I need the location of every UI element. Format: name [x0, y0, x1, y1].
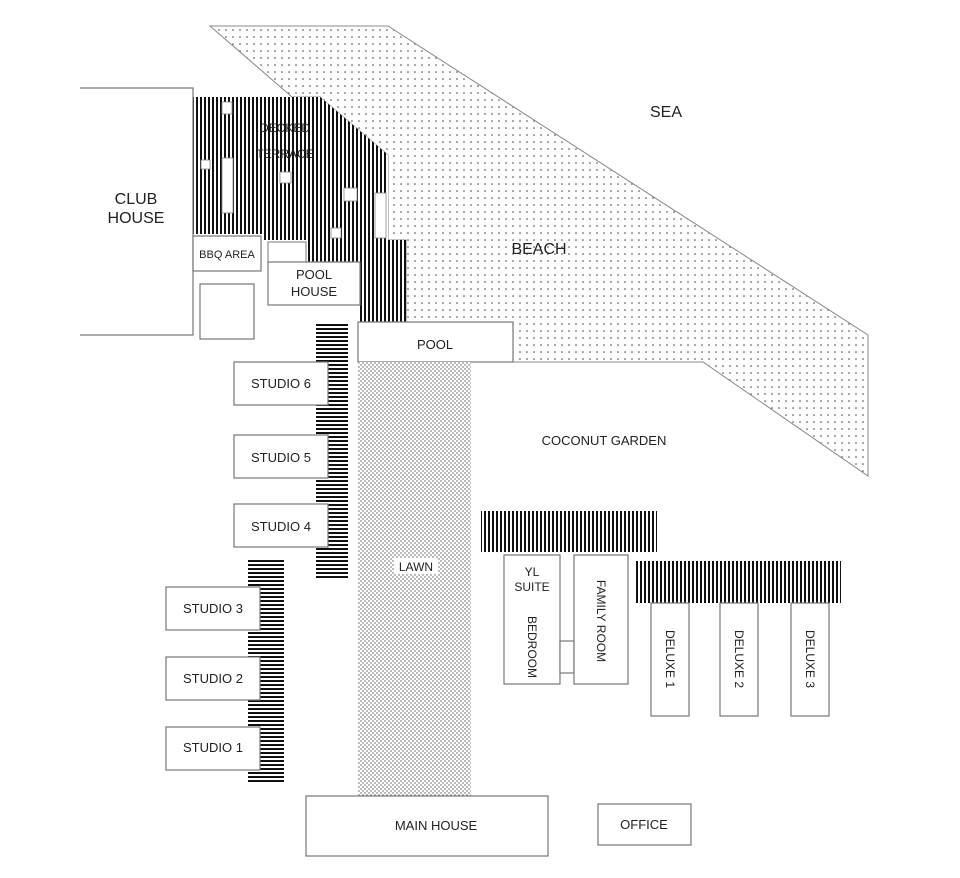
family-room-label: FAMILY ROOM [594, 580, 608, 662]
studio-3-label: STUDIO 3 [183, 601, 243, 616]
yl-suite-label-line2: SUITE [514, 580, 549, 594]
deck-fixture [343, 187, 358, 202]
deck-fixture [221, 157, 234, 214]
office-label: OFFICE [620, 817, 668, 832]
suite-walkway [481, 511, 657, 552]
bbq-area-label: BBQ AREA [199, 249, 255, 261]
club-house-outline [80, 87, 194, 336]
deluxe-3-label: DELUXE 3 [803, 630, 817, 688]
deck-fixture [330, 227, 342, 239]
lawn-label: LAWN [399, 560, 433, 574]
studio-4-label: STUDIO 4 [251, 519, 311, 534]
lawn [358, 362, 471, 796]
pool-house-label-line2: HOUSE [291, 284, 338, 299]
deluxe-walkway [635, 561, 841, 603]
coconut-garden-label: COCONUT GARDEN [542, 433, 667, 448]
family-room [573, 554, 629, 685]
studio-3 [165, 586, 261, 631]
lawn-label-bg [394, 558, 438, 574]
deck-fixture [267, 241, 307, 263]
suite-connector [559, 640, 575, 674]
deck-fixture [374, 192, 387, 239]
deck-fixture [221, 101, 233, 115]
studio-2-label: STUDIO 2 [183, 671, 243, 686]
pool-house-label-line1: POOL [296, 267, 332, 282]
deluxe-2-label: DELUXE 2 [732, 630, 746, 688]
bedroom-label: BEDROOM [525, 616, 539, 678]
studio-4 [233, 503, 329, 548]
deluxe-3 [790, 602, 830, 717]
yl-suite-label-line1: YL [525, 565, 540, 579]
club-house-label-line2: HOUSE [108, 210, 165, 227]
studio-1 [165, 726, 261, 771]
studio-1-label: STUDIO 1 [183, 740, 243, 755]
studio-2 [165, 656, 261, 701]
yl-suite-bedroom [503, 554, 561, 685]
deluxe-1-label: DELUXE 1 [663, 630, 677, 688]
deluxe-1 [650, 602, 690, 717]
main-house [305, 795, 549, 857]
deck-fixture [279, 171, 292, 184]
bbq-area [192, 235, 262, 272]
studio-6-label: STUDIO 6 [251, 376, 311, 391]
club-house-label-line1: CLUB [115, 191, 158, 208]
studio-6 [233, 361, 329, 406]
deck-fixture [200, 159, 211, 170]
sea-label: SEA [650, 104, 682, 121]
studio-5 [233, 434, 329, 479]
decked-terrace-label-line2: TERRACE [256, 147, 313, 161]
bbq-annex [199, 283, 255, 340]
office [597, 803, 692, 846]
decked-terrace-label-line1: DECKED [260, 121, 310, 135]
studio-5-label: STUDIO 5 [251, 450, 311, 465]
pool-label: POOL [417, 337, 453, 352]
beach-label: BEACH [511, 241, 566, 258]
deluxe-2 [719, 602, 759, 717]
pool [357, 321, 514, 363]
pool-house [267, 261, 361, 306]
main-house-label: MAIN HOUSE [395, 818, 478, 833]
